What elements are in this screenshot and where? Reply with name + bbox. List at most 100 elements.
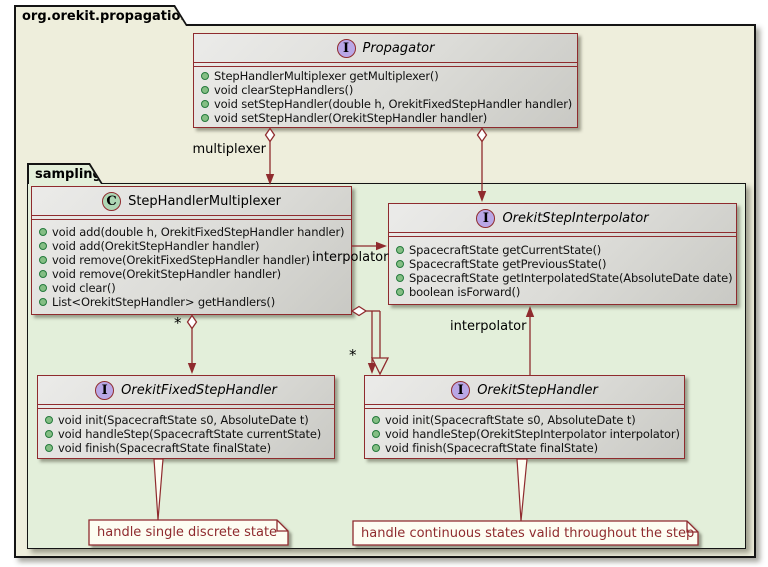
- edge-label-multiplicity-star: *: [174, 314, 182, 332]
- method-label: void add(OrekitStepHandler handler): [52, 239, 260, 253]
- public-method-icon: [396, 287, 404, 296]
- public-method-icon: [372, 415, 380, 424]
- public-method-icon: [39, 228, 47, 236]
- fields-compartment: [38, 404, 334, 409]
- class-box-orekitfixedstephandler: I OrekitFixedStepHandler void init(Space…: [37, 375, 335, 459]
- method-label: void clear(): [52, 281, 116, 295]
- methods-list: void init(SpacecraftState s0, AbsoluteDa…: [38, 409, 334, 458]
- methods-list: void add(double h, OrekitFixedStepHandle…: [32, 220, 351, 314]
- fields-compartment: [365, 404, 684, 409]
- class-title-stephandlermultiplexer: C StepHandlerMultiplexer: [32, 187, 351, 215]
- public-method-icon: [396, 273, 404, 282]
- class-title-orekitstephandler: I OrekitStepHandler: [365, 376, 684, 404]
- public-method-icon: [201, 114, 209, 122]
- interface-icon: I: [95, 380, 115, 400]
- class-name: OrekitStepHandler: [477, 382, 598, 398]
- methods-list: void init(SpacecraftState s0, AbsoluteDa…: [365, 409, 684, 458]
- method-item: void handleStep(SpacecraftState currentS…: [45, 427, 330, 441]
- method-item: void finish(SpacecraftState finalState): [45, 441, 330, 455]
- method-label: void handleStep(SpacecraftState currentS…: [58, 426, 322, 441]
- methods-list: SpacecraftState getCurrentState() Spacec…: [389, 237, 736, 304]
- package-tab: org.orekit.propagation: [14, 5, 188, 26]
- method-item: boolean isForward(): [396, 285, 732, 299]
- method-item: void clearStepHandlers(): [201, 83, 573, 97]
- public-method-icon: [39, 284, 47, 292]
- public-method-icon: [39, 298, 47, 306]
- public-method-icon: [39, 270, 47, 278]
- methods-list: StepHandlerMultiplexer getMultiplexer() …: [194, 67, 577, 127]
- package-sampling-title: sampling: [29, 165, 101, 184]
- class-box-orekitstephandler: I OrekitStepHandler void init(Spacecraft…: [364, 375, 685, 459]
- class-box-propagator: I Propagator StepHandlerMultiplexer getM…: [193, 33, 578, 128]
- edge-label-interpolator-assoc: interpolator: [312, 250, 389, 265]
- method-item: void handleStep(OrekitStepInterpolator i…: [372, 427, 680, 441]
- edge-label-multiplexer: multiplexer: [192, 142, 267, 157]
- method-label: void setStepHandler(OrekitStepHandler ha…: [214, 111, 488, 125]
- method-item: void finish(SpacecraftState finalState): [372, 441, 680, 455]
- method-label: void finish(SpacecraftState finalState): [58, 440, 271, 455]
- class-name: OrekitStepInterpolator: [502, 210, 649, 226]
- method-label: void handleStep(OrekitStepInterpolator i…: [385, 426, 680, 441]
- method-label: void setStepHandler(double h, OrekitFixe…: [214, 97, 573, 111]
- public-method-icon: [201, 72, 209, 80]
- method-item: List<OrekitStepHandler> getHandlers(): [39, 295, 347, 309]
- interface-icon: I: [451, 380, 471, 400]
- class-icon: C: [102, 191, 122, 211]
- class-title-orekitfixedstephandler: I OrekitFixedStepHandler: [38, 376, 334, 404]
- method-label: void add(double h, OrekitFixedStepHandle…: [52, 225, 345, 239]
- method-label: boolean isForward(): [409, 284, 521, 299]
- public-method-icon: [201, 86, 209, 94]
- method-label: StepHandlerMultiplexer getMultiplexer(): [214, 69, 439, 83]
- method-label: void init(SpacecraftState s0, AbsoluteDa…: [58, 412, 309, 427]
- public-method-icon: [396, 259, 404, 268]
- class-name: StepHandlerMultiplexer: [128, 193, 281, 209]
- method-item: void clear(): [39, 281, 347, 295]
- class-name: Propagator: [362, 40, 435, 56]
- package-sampling-tab: sampling: [27, 163, 103, 184]
- method-item: void remove(OrekitStepHandler handler): [39, 267, 347, 281]
- method-label: void remove(OrekitStepHandler handler): [52, 267, 281, 281]
- fields-compartment: [32, 215, 351, 220]
- method-item: void add(double h, OrekitFixedStepHandle…: [39, 225, 347, 239]
- public-method-icon: [39, 256, 47, 264]
- edge-label-multiplicity-star: *: [349, 346, 357, 364]
- class-box-orekitstepinterpolator: I OrekitStepInterpolator SpacecraftState…: [388, 203, 737, 305]
- method-label: void finish(SpacecraftState finalState): [385, 440, 598, 455]
- public-method-icon: [201, 100, 209, 108]
- public-method-icon: [39, 242, 47, 250]
- method-item: void add(OrekitStepHandler handler): [39, 239, 347, 253]
- method-label: void clearStepHandlers(): [214, 83, 354, 97]
- method-item: void init(SpacecraftState s0, AbsoluteDa…: [372, 413, 680, 427]
- method-label: void init(SpacecraftState s0, AbsoluteDa…: [385, 412, 636, 427]
- method-item: SpacecraftState getPreviousState(): [396, 257, 732, 271]
- note-text-single-discrete: handle single discrete state: [97, 525, 278, 540]
- method-item: StepHandlerMultiplexer getMultiplexer(): [201, 69, 573, 83]
- method-item: SpacecraftState getInterpolatedState(Abs…: [396, 270, 733, 285]
- interface-icon: I: [476, 208, 496, 228]
- class-name: OrekitFixedStepHandler: [121, 382, 277, 398]
- note-text-continuous-states: handle continuous states valid throughou…: [361, 525, 695, 541]
- fields-compartment: [389, 232, 736, 237]
- method-item: SpacecraftState getCurrentState(): [396, 243, 732, 257]
- method-label: List<OrekitStepHandler> getHandlers(): [52, 295, 276, 309]
- method-label: SpacecraftState getPreviousState(): [409, 256, 607, 271]
- package-title: org.orekit.propagation: [16, 7, 186, 26]
- method-label: void remove(OrekitFixedStepHandler handl…: [52, 253, 310, 267]
- class-title-orekitstepinterpolator: I OrekitStepInterpolator: [389, 204, 736, 232]
- class-title-propagator: I Propagator: [194, 34, 577, 62]
- method-item: void init(SpacecraftState s0, AbsoluteDa…: [45, 413, 330, 427]
- public-method-icon: [372, 443, 380, 452]
- method-label: SpacecraftState getCurrentState(): [409, 242, 602, 257]
- public-method-icon: [45, 443, 53, 452]
- method-item: void setStepHandler(OrekitStepHandler ha…: [201, 111, 573, 125]
- public-method-icon: [396, 245, 404, 254]
- edge-label-interpolator-up: interpolator: [450, 319, 527, 334]
- method-label: SpacecraftState getInterpolatedState(Abs…: [409, 270, 733, 285]
- public-method-icon: [372, 429, 380, 438]
- method-item: void setStepHandler(double h, OrekitFixe…: [201, 97, 573, 111]
- class-box-stephandlermultiplexer: C StepHandlerMultiplexer void add(double…: [31, 186, 352, 315]
- public-method-icon: [45, 415, 53, 424]
- method-item: void remove(OrekitFixedStepHandler handl…: [39, 253, 347, 267]
- fields-compartment: [194, 62, 577, 67]
